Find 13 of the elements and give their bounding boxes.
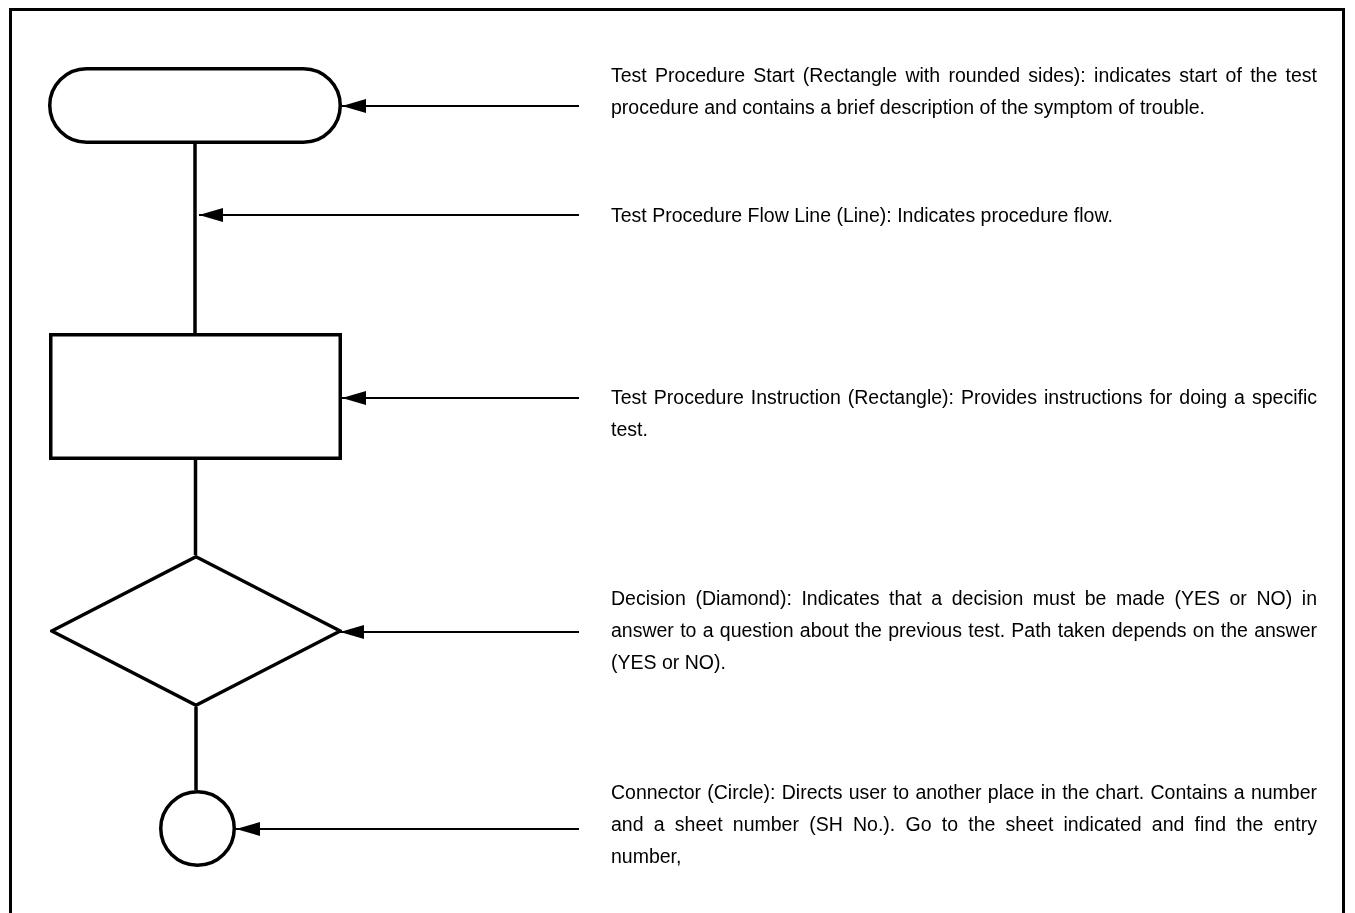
leader-arrow (198, 208, 580, 222)
leader-arrow (235, 822, 580, 836)
description-text: Decision (Diamond): Indicates that a decision must be made (YES or NO) in answer to a question about the previous test. Path taken depends on the answer (YES or NO). (611, 586, 1317, 675)
description-text: Test Procedure Start (Rectangle with rounded sides): indicates start of the test procedure and contains a brief description of the symptom of trouble. (611, 63, 1317, 120)
leader-arrow (341, 99, 580, 113)
leader-arrow (339, 625, 580, 639)
description-text: Test Procedure Instruction (Rectangle): Provides instructions for doing a specific test. (611, 385, 1317, 442)
flow-line (193, 144, 197, 333)
leader-arrow (341, 391, 580, 405)
description-text: Connector (Circle): Directs user to another place in the chart. Contains a number and a sheet number (SH No.). Go to the sheet indicated and find the entry number, (611, 780, 1317, 869)
flow-line (194, 707, 198, 790)
flow-line (193, 460, 198, 555)
description-text: Test Procedure Flow Line (Line): Indicates procedure flow. (611, 203, 1114, 228)
